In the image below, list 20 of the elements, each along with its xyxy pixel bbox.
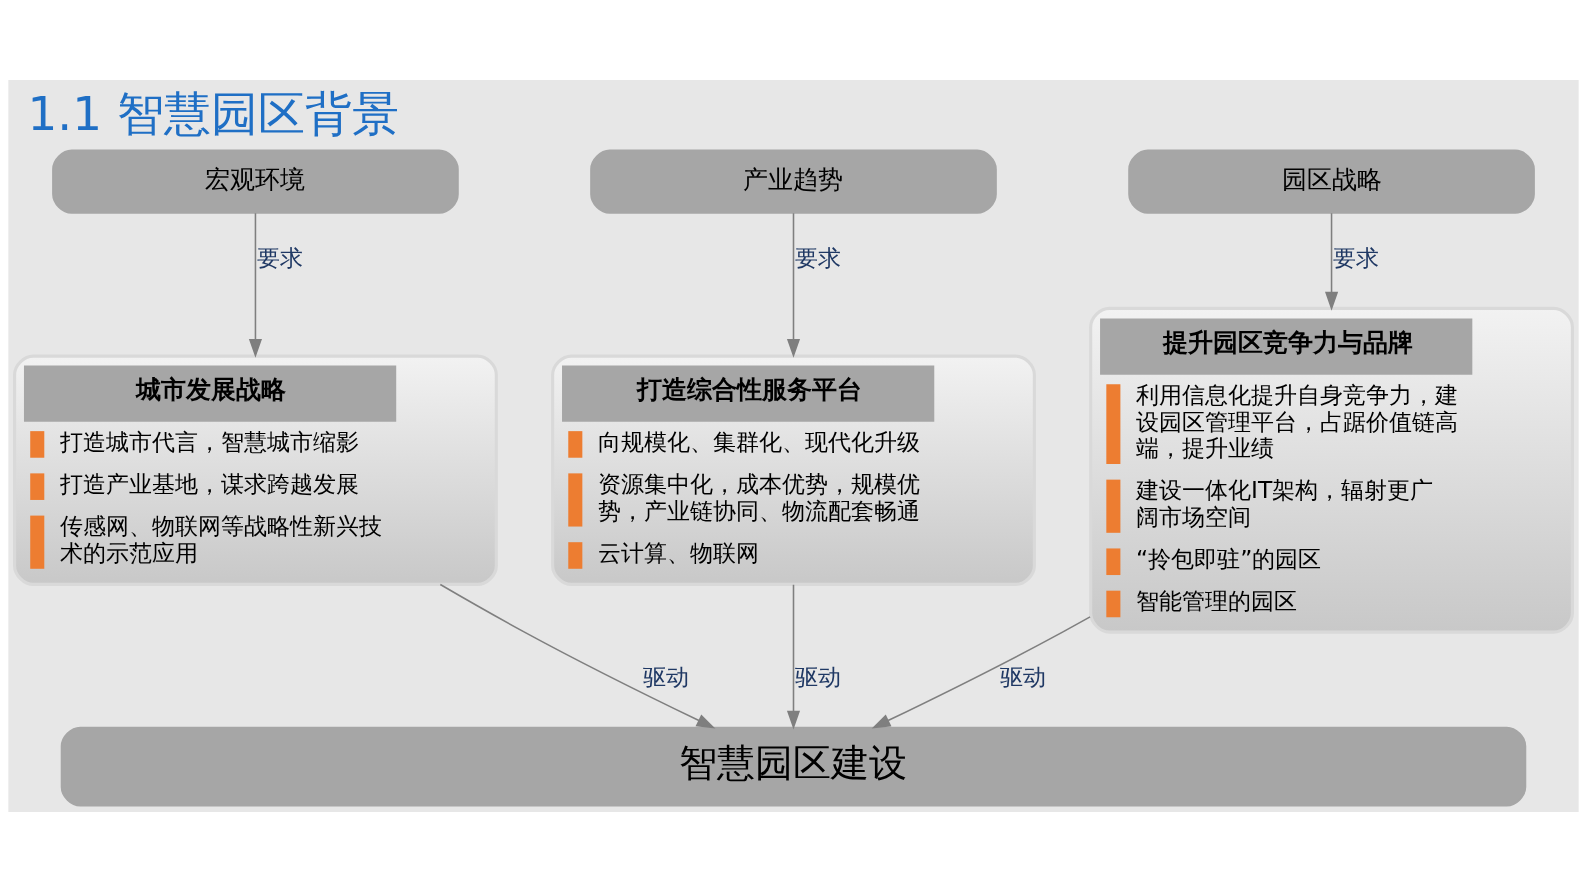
- node-box: 打造综合性服务平台 向规模化、集群化、现代化升级 资源集中化，成本优势，规模优势，产业链协同、物流配套畅通 云计算、物联网: [551, 354, 1036, 586]
- node-box: 智慧园区建设: [60, 726, 1527, 807]
- edge-label: 要求: [794, 244, 841, 273]
- diagram-title: 1.1 智慧园区背景: [27, 86, 399, 142]
- node-box: 提升园区竞争力与品牌 利用信息化提升自身竞争力，建设园区管理平台，占踞价值链高端，提升业绩 建设一体化IT架构，辐射更广阔市场空间 “拎包即驻”的园区 智能管理的园区: [1089, 306, 1574, 634]
- arrow: [786, 584, 801, 730]
- arrow: [1325, 212, 1339, 311]
- edge-label: 要求: [256, 244, 303, 273]
- edge-label: 要求: [1332, 244, 1379, 273]
- edge-label: 驱动: [643, 663, 690, 692]
- arrow: [248, 212, 262, 358]
- arrow: [871, 616, 1091, 729]
- arrow: [786, 212, 801, 358]
- edge-label: 驱动: [794, 663, 841, 692]
- node-box: 城市发展战略 打造城市代言，智慧城市缩影 打造产业基地，谋求跨越发展 传感网、物联网等战略性新兴技术的示范应用: [13, 354, 498, 586]
- arrow: [439, 583, 716, 729]
- node-box: 产业趋势: [590, 149, 997, 214]
- edge-label: 驱动: [999, 663, 1046, 692]
- node-box: 园区战略: [1128, 149, 1535, 214]
- node-box: 宏观环境: [52, 149, 459, 214]
